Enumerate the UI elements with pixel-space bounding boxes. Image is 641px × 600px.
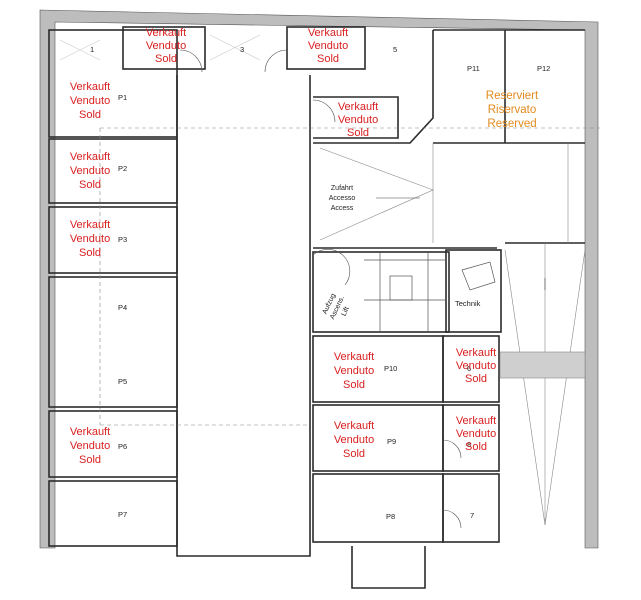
svg-text:Sold: Sold [347, 127, 369, 139]
svg-text:Venduto: Venduto [456, 428, 496, 440]
svg-text:Reserved: Reserved [487, 118, 536, 130]
svg-text:Accesso: Accesso [329, 195, 356, 202]
svg-text:Verkauft: Verkauft [70, 219, 110, 231]
room-label: 5 [393, 45, 397, 54]
svg-text:Verkauft: Verkauft [70, 426, 110, 438]
svg-text:Sold: Sold [343, 379, 365, 391]
svg-text:Venduto: Venduto [334, 434, 374, 446]
room-label: 1 [90, 45, 94, 54]
thin-lines [59, 34, 600, 526]
parking-label: P11 [467, 64, 480, 73]
lift-label: Aufzug Ascens. Lift [322, 293, 351, 321]
svg-text:Riservato: Riservato [488, 104, 537, 116]
svg-text:Venduto: Venduto [70, 95, 110, 107]
svg-text:Sold: Sold [79, 109, 101, 121]
svg-text:Sold: Sold [465, 373, 487, 385]
room-label: 6 [467, 364, 471, 373]
svg-text:Verkauft: Verkauft [334, 351, 374, 363]
parking-label: P4 [118, 303, 127, 312]
parking-label: P1 [118, 93, 127, 102]
svg-text:Verkauft: Verkauft [308, 27, 348, 39]
door-arcs [179, 49, 462, 529]
svg-text:Venduto: Venduto [338, 114, 378, 126]
svg-text:Venduto: Venduto [70, 233, 110, 245]
svg-text:Sold: Sold [155, 53, 177, 65]
access-label: Zufahrt Accesso Access [329, 185, 356, 212]
parking-label: P2 [118, 164, 127, 173]
svg-text:Verkauft: Verkauft [70, 81, 110, 93]
svg-text:Zufahrt: Zufahrt [331, 185, 353, 192]
room-label: 8 [467, 440, 471, 449]
parking-label: P9 [387, 437, 396, 446]
svg-text:Venduto: Venduto [308, 40, 348, 52]
svg-text:Verkauft: Verkauft [338, 101, 378, 113]
svg-text:Venduto: Venduto [146, 40, 186, 52]
svg-text:Verkauft: Verkauft [334, 420, 374, 432]
svg-text:Lift: Lift [341, 306, 351, 317]
svg-text:Sold: Sold [79, 454, 101, 466]
room-outlines [48, 26, 585, 589]
technik-label: Technik [455, 299, 481, 308]
svg-text:Sold: Sold [465, 441, 487, 453]
svg-text:Sold: Sold [79, 179, 101, 191]
svg-text:Venduto: Venduto [70, 440, 110, 452]
svg-text:Verkauft: Verkauft [456, 415, 496, 427]
svg-text:Venduto: Venduto [334, 365, 374, 377]
svg-text:Sold: Sold [317, 53, 339, 65]
svg-text:Reserviert: Reserviert [486, 90, 539, 102]
room-label: 7 [470, 511, 474, 520]
svg-text:Venduto: Venduto [456, 360, 496, 372]
svg-text:Sold: Sold [79, 247, 101, 259]
staircase [364, 252, 496, 332]
svg-text:Verkauft: Verkauft [146, 27, 186, 39]
parking-label: P7 [118, 510, 127, 519]
svg-text:Verkauft: Verkauft [70, 151, 110, 163]
parking-label: P10 [384, 364, 397, 373]
svg-text:Verkauft: Verkauft [456, 347, 496, 359]
parking-label: P12 [537, 64, 550, 73]
svg-text:Venduto: Venduto [70, 165, 110, 177]
parking-label: P6 [118, 442, 127, 451]
svg-text:Access: Access [331, 205, 354, 212]
parking-label: P5 [118, 377, 127, 386]
parking-label: P3 [118, 235, 127, 244]
reserved-badge: Reserviert Riservato Reserved [486, 90, 539, 130]
svg-text:Sold: Sold [343, 448, 365, 460]
room-label: 3 [240, 45, 244, 54]
parking-label: P8 [386, 512, 395, 521]
